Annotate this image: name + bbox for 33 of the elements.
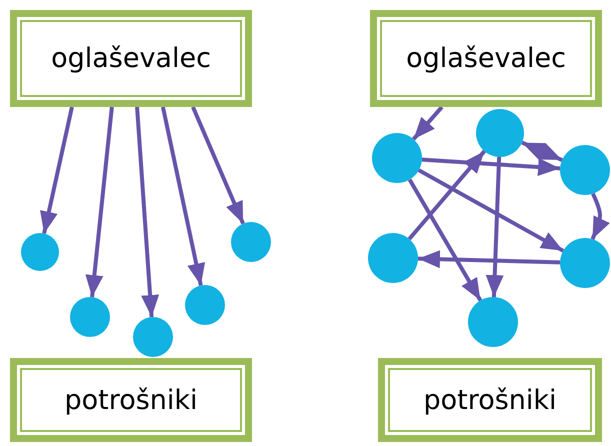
arrow <box>418 250 560 268</box>
circle-node <box>560 145 610 195</box>
arrow <box>135 106 160 318</box>
circle-node <box>231 222 271 262</box>
arrow <box>408 178 482 302</box>
circle-node <box>133 317 173 357</box>
label-box <box>370 10 602 107</box>
node-label: potrošniki <box>64 384 198 416</box>
arrow <box>521 140 563 162</box>
arrow <box>486 156 504 298</box>
arrow <box>85 106 114 298</box>
circle-node <box>476 109 524 157</box>
circle-node <box>372 133 422 183</box>
circle-node <box>70 297 110 337</box>
node-label: oglaševalec <box>51 43 211 74</box>
arrow <box>418 168 564 253</box>
label-box <box>10 358 252 442</box>
arrow <box>160 106 206 286</box>
arrow <box>422 158 560 176</box>
label-box <box>378 358 602 442</box>
circle-node <box>560 238 610 288</box>
circle-node <box>185 285 225 325</box>
node-label: potrošniki <box>423 384 557 416</box>
circle-node <box>21 233 59 271</box>
arrow <box>590 192 610 240</box>
node-label: oglaševalec <box>406 43 566 74</box>
arrow <box>191 106 245 224</box>
arrow <box>412 106 444 141</box>
circle-node <box>468 297 518 347</box>
circle-node <box>368 233 418 283</box>
arrow <box>40 106 74 234</box>
arrow <box>408 150 486 240</box>
label-box <box>10 10 252 107</box>
